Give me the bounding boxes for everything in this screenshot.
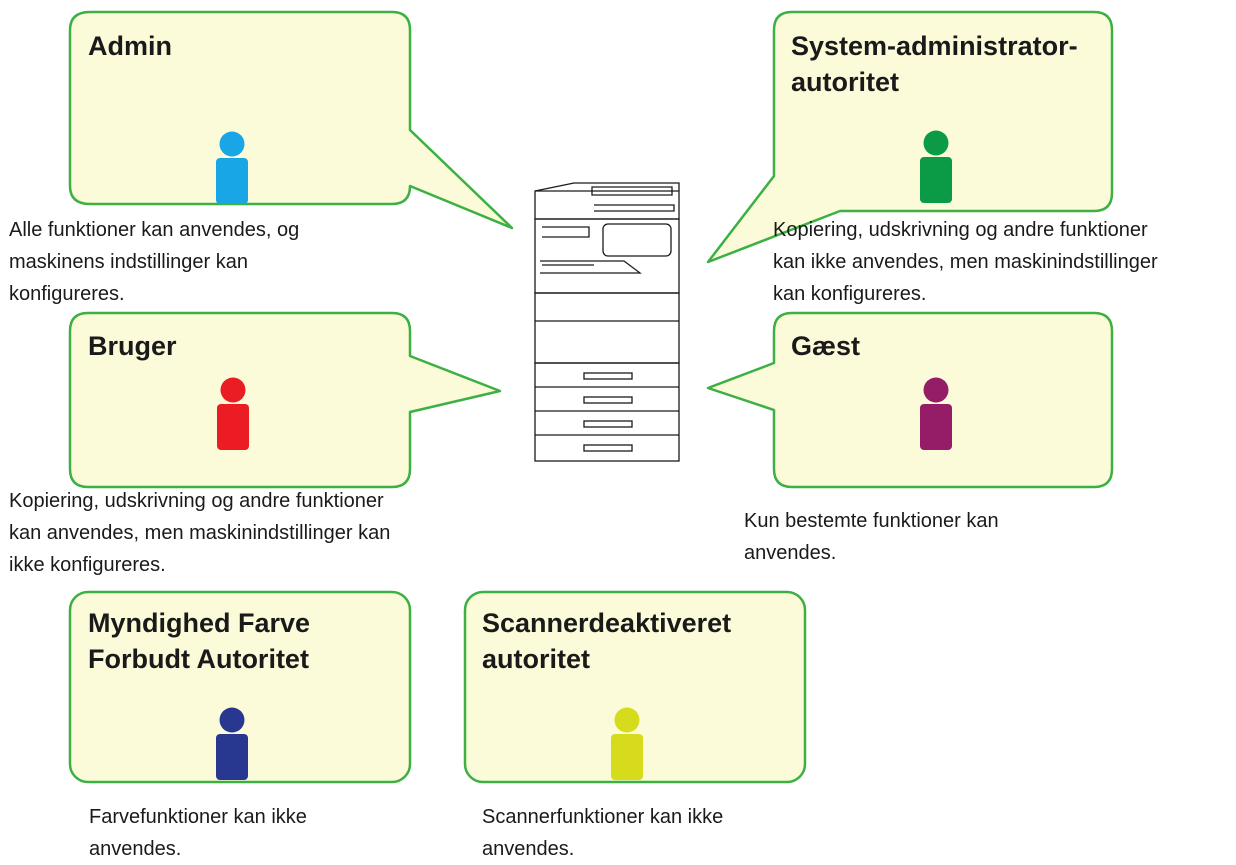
speech-bubble-farve-forbudt bbox=[68, 590, 412, 784]
role-description-gaest: Kun bestemte funktioner kan anvendes. bbox=[744, 510, 999, 564]
user-icon bbox=[920, 130, 952, 203]
speech-bubble-scanner-deaktiveret bbox=[463, 590, 807, 784]
user-icon bbox=[920, 377, 952, 450]
role-bubble-scanner-deaktiveret bbox=[463, 590, 807, 784]
role-description-admin: Alle funktioner kan anvendes, og maskine… bbox=[9, 219, 300, 305]
user-icon bbox=[216, 707, 248, 780]
speech-bubble-admin bbox=[68, 10, 514, 230]
multifunction-printer-icon bbox=[534, 182, 680, 462]
role-description-system-administrator: Kopiering, udskrivning og andre funktion… bbox=[773, 219, 1158, 305]
role-title-gaest: Gæst bbox=[791, 331, 861, 361]
role-bubble-admin bbox=[68, 10, 514, 230]
role-title-admin: Admin bbox=[88, 31, 172, 61]
role-title-farve-forbudt: Myndighed Farve Forbudt Autoritet bbox=[88, 608, 311, 674]
role-title-scanner-deaktiveret: Scannerdeaktiveret autoritet bbox=[482, 608, 732, 674]
role-bubble-gaest bbox=[706, 311, 1114, 489]
speech-bubble-bruger bbox=[68, 311, 502, 489]
user-icon bbox=[217, 377, 249, 450]
speech-bubble-gaest bbox=[706, 311, 1114, 489]
role-title-bruger: Bruger bbox=[88, 331, 177, 361]
speech-bubble-system-administrator bbox=[706, 10, 1114, 264]
user-icon bbox=[611, 707, 643, 780]
user-icon bbox=[216, 131, 248, 204]
role-description-farve-forbudt: Farvefunktioner kan ikke anvendes. bbox=[89, 806, 307, 860]
role-bubble-bruger bbox=[68, 311, 502, 489]
role-bubble-farve-forbudt bbox=[68, 590, 412, 784]
role-title-system-administrator: System-administrator- autoritet bbox=[791, 31, 1078, 97]
role-bubble-system-administrator bbox=[706, 10, 1114, 264]
role-description-bruger: Kopiering, udskrivning og andre funktion… bbox=[9, 490, 391, 576]
role-description-scanner-deaktiveret: Scannerfunktioner kan ikke anvendes. bbox=[482, 806, 724, 860]
